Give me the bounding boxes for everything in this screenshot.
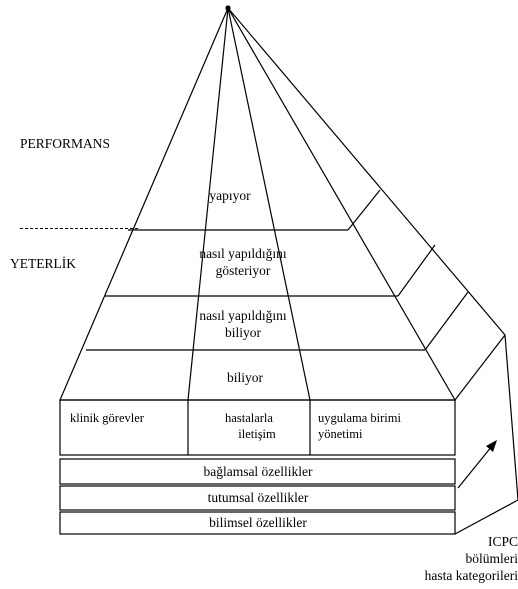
domain-practice-mgmt-line1: uygulama birimi (318, 411, 401, 425)
foundation-contextual-box (59, 458, 456, 485)
side-caption-line2: bölümleri (465, 551, 518, 566)
foundation-attitudinal: tutumsal özellikler (207, 490, 309, 505)
level-knows: biliyor (227, 370, 263, 385)
foundation-attitudinal-box (59, 485, 456, 511)
level-does: yapıyor (209, 188, 251, 203)
domain-practice-mgmt-line2: yönetimi (318, 427, 363, 441)
arrow-head (486, 440, 497, 452)
side-caption-line3: hasta kategorileri (424, 568, 518, 583)
domain-patient-comm-line2: iletişim (238, 427, 276, 441)
apex-point (225, 5, 231, 11)
side-partition-1 (347, 189, 381, 231)
pyramid-front-outline (59, 6, 457, 401)
level-shows-how-line2: gösteriyor (215, 263, 271, 278)
side-partition-3 (424, 291, 469, 351)
foundation-contextual: bağlamsal özellikler (203, 464, 313, 479)
foundation-scientific-box (59, 511, 456, 535)
domains-box (59, 399, 456, 456)
apex-divider-left (187, 7, 229, 401)
base-side-edge (454, 499, 518, 535)
apex-divider-right (227, 7, 311, 401)
level-knows-how-line1: nasıl yapıldığını (199, 308, 287, 323)
foundation-scientific: bilimsel özellikler (209, 515, 307, 530)
domain-patient-comm-line1: hastalarla (225, 411, 273, 425)
competence-divider (20, 228, 138, 229)
level-shows-how-line1: nasıl yapıldığını (199, 246, 287, 261)
level-knows-how-line2: biliyor (225, 325, 261, 340)
side-caption-line1: ICPC (487, 534, 518, 549)
side-face-base-edge (454, 334, 506, 401)
competence-label: YETERLİK (10, 256, 76, 271)
performance-label: PERFORMANS (20, 136, 111, 151)
arrow-line (457, 445, 493, 489)
side-partition-2 (397, 244, 436, 297)
domain-clinical-tasks: klinik görevler (70, 411, 144, 425)
